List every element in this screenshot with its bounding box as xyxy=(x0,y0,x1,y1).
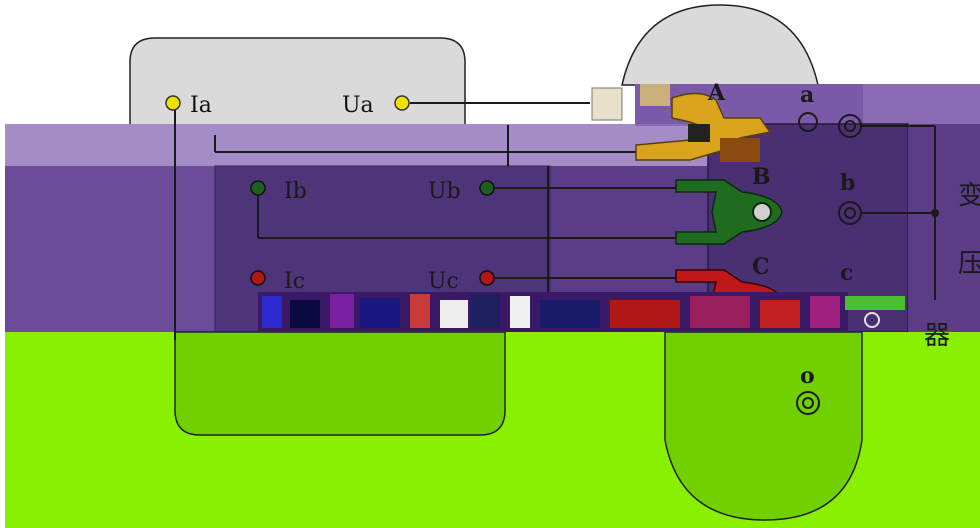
transformer-terminal-a-inner xyxy=(844,120,856,132)
transformer-terminal-a2-outer[interactable] xyxy=(798,112,818,132)
band-main-left xyxy=(5,166,215,332)
transformer-terminal-c-partial[interactable] xyxy=(864,312,880,328)
terminal-uc-dot[interactable] xyxy=(479,270,495,286)
transformer-side xyxy=(908,124,980,332)
junction-dot xyxy=(931,209,939,217)
transformer-terminal-b-outer[interactable] xyxy=(838,201,862,225)
terminal-ub-label: Ub xyxy=(428,179,461,204)
terminal-ib-label: Ib xyxy=(284,179,307,204)
transformer-label-a: a xyxy=(800,82,814,108)
transformer-terminal-b-inner xyxy=(844,207,856,219)
transformer-label-b: b xyxy=(840,170,855,196)
terminal-ia-label: Ia xyxy=(190,93,212,118)
terminal-ib-dot[interactable] xyxy=(250,180,266,196)
transformer-terminal-o-outer[interactable] xyxy=(796,391,820,415)
transformer-terminal-o-inner xyxy=(802,397,814,409)
terminal-ic-label: Ic xyxy=(284,269,305,294)
transformer-side-text-3: 器 xyxy=(924,321,950,351)
transformer-label-o: o xyxy=(800,363,815,389)
transformer-bottom xyxy=(664,331,863,521)
clamp-a-label: A xyxy=(707,80,726,106)
meter-panel-top xyxy=(129,37,466,126)
clamp-b[interactable] xyxy=(675,179,783,245)
terminal-ia-dot[interactable] xyxy=(165,95,181,111)
clamp-b-hole xyxy=(752,202,772,222)
transformer-terminal-a-outer[interactable] xyxy=(838,114,862,138)
meter-panel-bottom xyxy=(174,331,506,436)
terminal-ic-dot[interactable] xyxy=(250,270,266,286)
transformer-side-text-1: 变 xyxy=(958,181,980,211)
terminal-ua-dot[interactable] xyxy=(394,95,410,111)
terminal-uc-label: Uc xyxy=(428,269,459,294)
glitch-strip xyxy=(258,292,905,332)
transformer-dome xyxy=(621,4,819,86)
clamp-b-label: B xyxy=(752,164,771,190)
transformer-label-c: c xyxy=(840,260,853,286)
terminal-ua-label: Ua xyxy=(342,93,374,118)
transformer-side-text-2: 压 xyxy=(958,249,980,279)
clamp-c-label: C xyxy=(752,254,770,280)
clamp-a[interactable] xyxy=(591,84,772,162)
terminal-ub-dot[interactable] xyxy=(479,180,495,196)
